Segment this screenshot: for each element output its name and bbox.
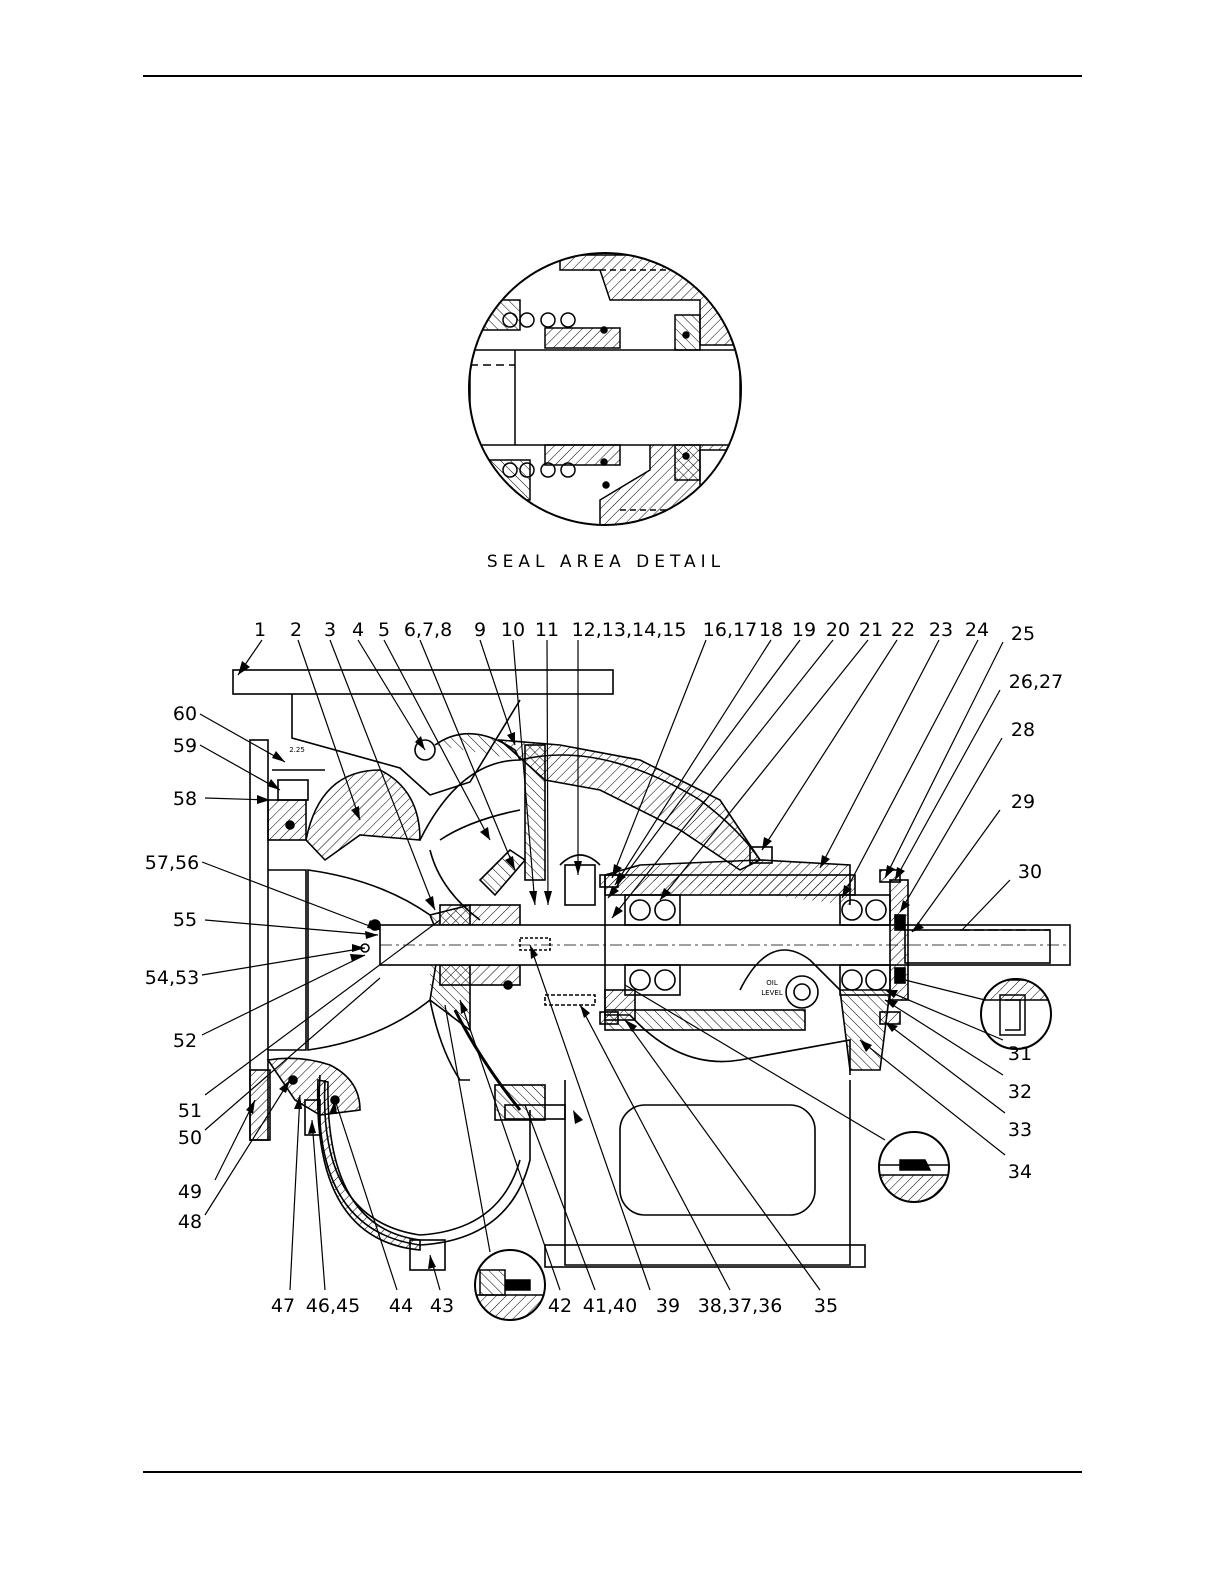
callout-57-56: 57,56 [145,852,199,874]
callout-34: 34 [1008,1161,1032,1183]
callout-30: 30 [1018,861,1042,883]
callout-18: 18 [759,619,783,641]
callout-33: 33 [1008,1119,1032,1141]
callout-44: 44 [389,1295,413,1317]
callout-1: 1 [254,619,266,641]
callout-31: 31 [1008,1043,1032,1065]
callout-12-13-14-15: 12,13,14,15 [572,619,687,641]
callout-21: 21 [859,619,883,641]
callout-39: 39 [656,1295,680,1317]
level-label: LEVEL [761,989,783,997]
pedestal-foot [545,1245,865,1267]
inset-detail-casing-seal [470,1250,550,1325]
callout-16-17: 16,17 [703,619,757,641]
callout-50: 50 [178,1127,202,1149]
inset-detail-shaft-seal [981,979,1055,1049]
callout-54-53: 54,53 [145,967,199,989]
suction-cover [268,870,306,1050]
callout-52: 52 [173,1030,197,1052]
bearing-pedestal [565,1080,850,1265]
callout-42: 42 [548,1295,572,1317]
callout-10: 10 [501,619,525,641]
callout-4: 4 [352,619,364,641]
callout-55: 55 [173,909,197,931]
callout-5: 5 [378,619,390,641]
callout-47: 47 [271,1295,295,1317]
inset-detail-bearing-seal [875,1132,955,1205]
seal-upper [440,905,520,925]
volute-lower-lip [268,1058,360,1115]
callout-23: 23 [929,619,953,641]
oil-level-plug [786,976,818,1008]
frame-adapter [495,1085,545,1120]
callout-51: 51 [178,1100,202,1122]
oil-label: OIL [766,979,778,987]
callout-60: 60 [173,703,197,725]
callout-43: 43 [430,1295,454,1317]
callout-19: 19 [792,619,816,641]
discharge-flange [233,670,613,694]
callout-20: 20 [826,619,850,641]
casing-cover-plate [525,745,545,880]
volute-upper-lip [306,770,420,860]
callout-3: 3 [324,619,336,641]
callout-28: 28 [1011,719,1035,741]
callout-46-45: 46,45 [306,1295,360,1317]
callout-26-27: 26,27 [1009,671,1063,693]
callout-49: 49 [178,1181,202,1203]
callout-numbers: 1 2 3 4 5 6,7,8 9 10 11 12,13,14,15 16,1… [145,619,1063,1317]
pedestal-window [620,1105,815,1215]
oiler [565,865,595,905]
callout-2: 2 [290,619,302,641]
callout-29: 29 [1011,791,1035,813]
inboard-bearing-top [625,895,680,925]
callout-24: 24 [965,619,989,641]
seal-area-detail [469,253,741,530]
seal-flush-fitting [480,850,525,895]
callout-41-40: 41,40 [583,1295,637,1317]
dimension-label: 2.25 [289,746,305,754]
callout-58: 58 [173,788,197,810]
callout-25: 25 [1011,623,1035,645]
callout-32: 32 [1008,1081,1032,1103]
seal-area-caption: SEAL AREA DETAIL [487,552,725,572]
callout-35: 35 [814,1295,838,1317]
callout-48: 48 [178,1211,202,1233]
callout-59: 59 [173,735,197,757]
callout-38-37-36: 38,37,36 [698,1295,783,1317]
callout-11: 11 [535,619,559,641]
callout-22: 22 [891,619,915,641]
callout-9: 9 [474,619,486,641]
callout-6-7-8: 6,7,8 [404,619,452,641]
